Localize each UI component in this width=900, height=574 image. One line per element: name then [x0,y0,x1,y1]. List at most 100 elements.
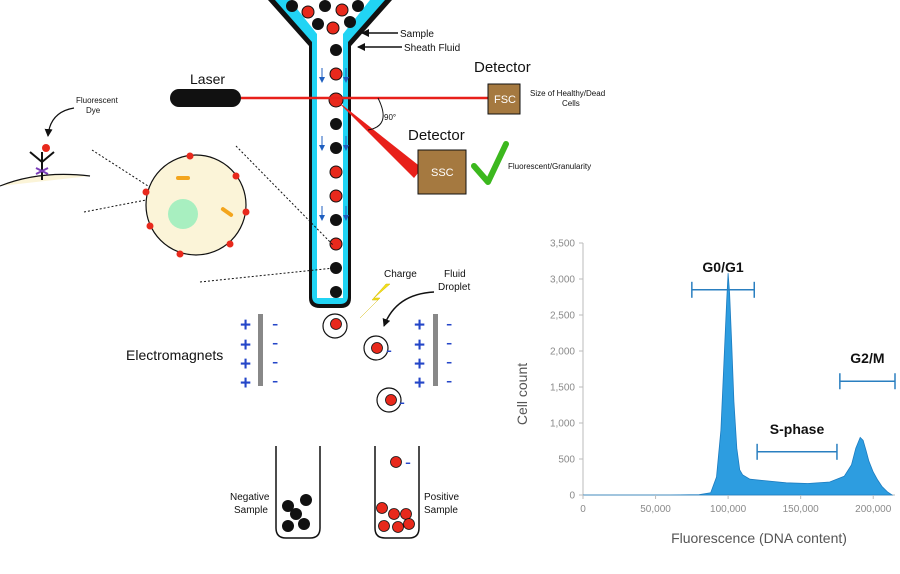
x-tick-label: 100,000 [710,504,747,515]
sheath-flow-arrows [319,68,349,221]
charge-label: Charge [384,269,417,280]
region-label: G2/M [850,350,884,366]
x-tick-label: 50,000 [640,504,671,515]
side-scatter-beam [336,100,422,178]
cell-cycle-regions: G0/G1S-phase G2/M [691,259,896,460]
fluorescent-dye-group: Fluorescent Dye [0,96,119,187]
svg-text:-: - [446,352,452,373]
y-tick-label: 3,000 [550,275,575,286]
fluorescent-dye-label-line1: Fluorescent [76,96,119,105]
region-label: S-phase [770,421,825,437]
histogram-area [583,273,894,496]
y-tick-label: 3,500 [550,239,575,250]
cell-black [319,0,331,12]
svg-text:-: - [446,314,452,335]
svg-text:+: + [240,354,251,375]
cell-red [329,189,343,203]
svg-text:+: + [414,354,425,375]
positive-sample-label-line2: Sample [424,505,458,516]
y-tick-label: 2,500 [550,311,575,322]
cell-black [330,142,342,154]
organelle [176,176,190,180]
fluorophore-dot [42,144,50,152]
electromagnets-group: Electromagnets ++++ ---- ++++ ---- [126,314,452,394]
positive-sample-tube: - Positive Sample [374,446,459,539]
cell-black [352,0,364,12]
fluid-droplet-group: Fluid Droplet [382,269,470,327]
chart-axes [582,243,895,496]
svg-text:-: - [446,333,452,354]
y-tick-label: 2,000 [550,347,575,358]
svg-text:+: + [240,315,251,336]
y-axis-title: Cell count [514,363,530,425]
positive-sample-label-line1: Positive [424,492,459,503]
fluorescent-dye-label-line2: Dye [86,106,101,115]
svg-text:+: + [240,373,251,394]
zoomed-cell [83,145,335,283]
lightning-icon [359,283,391,319]
sample-core-stream [290,0,370,298]
laser-source [170,89,241,107]
cell-black [330,44,342,56]
cell-red [335,3,349,17]
region-bracket: G0/G1 [691,259,755,298]
negative-charge-symbol: - [399,392,405,412]
ssc-description: Fluorescent/Granularity [508,162,591,171]
charge-group: Charge [359,269,417,319]
negative-sample-tube: Negative Sample [230,446,321,539]
cell-membrane [0,173,91,187]
cell-black [330,286,342,298]
ssc-detector-group: Detector SSC Fluorescent/Granularity [408,127,591,195]
x-tick-label: 200,000 [855,504,892,515]
svg-text:-: - [446,371,452,392]
cell-black [286,0,298,12]
checkmark-icon [471,141,509,185]
sheath-fluid-label: Sheath Fluid [404,43,460,54]
laser-label: Laser [190,71,225,87]
fluid-droplet-label-line1: Fluid [444,269,466,280]
ssc-detector-title: Detector [408,127,465,144]
droplets: - - [322,313,405,413]
region-bracket: G2/M [839,350,896,390]
negative-charge-symbol: - [386,340,392,360]
surface-markers [142,152,250,258]
angle-arc [367,97,384,131]
cell-body [145,154,247,256]
cell-red [329,165,343,179]
svg-text:+: + [414,315,425,336]
svg-text:-: - [272,314,278,335]
cell-nucleus [168,199,198,229]
region-label: G0/G1 [702,259,743,275]
right-electromagnet: ++++ ---- [414,314,452,394]
fsc-detector-group: Detector FSC Size of Healthy/Dead Cells [474,59,605,115]
fsc-detector-box [487,83,521,115]
svg-text:+: + [414,335,425,356]
x-tick-label: 150,000 [783,504,820,515]
fsc-detector-title: Detector [474,59,531,76]
negative-sample-label-line2: Sample [234,505,268,516]
ssc-label: SSC [431,167,454,179]
laser-group: Laser [170,71,488,178]
fluid-droplet-label-line2: Droplet [438,282,470,293]
cell-red [329,237,343,251]
fsc-label: FSC [494,94,516,106]
organelle [220,207,234,217]
sample-label: Sample [400,29,434,40]
svg-text:+: + [414,373,425,394]
nozzle [268,0,392,308]
ssc-detector-box [417,149,467,195]
y-tick-label: 1,000 [550,419,575,430]
region-bracket: S-phase [756,421,838,460]
y-tick-label: 0 [569,491,575,502]
y-tick-label: 500 [558,455,575,466]
fsc-description-line2: Cells [562,99,580,108]
angle-label: 90° [384,113,396,122]
svg-text:+: + [240,335,251,356]
cell-black [330,262,342,274]
electromagnets-label: Electromagnets [126,347,223,363]
cell-red [326,21,340,35]
fsc-description-line1: Size of Healthy/Dead [530,89,605,98]
x-axis-title: Fluorescence (DNA content) [671,530,847,546]
